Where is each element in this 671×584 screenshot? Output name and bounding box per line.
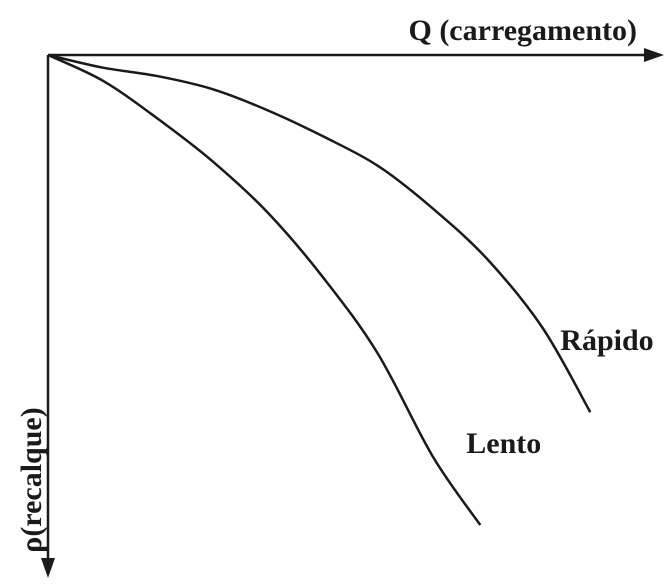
x-axis-arrow-icon bbox=[644, 48, 664, 62]
y-axis-arrow-icon bbox=[41, 558, 55, 578]
series-line-lento bbox=[47, 53, 482, 526]
series-line-rapido bbox=[47, 53, 592, 413]
y-axis-label: ρ(recalque) bbox=[15, 407, 48, 552]
x-axis-label: Q (carregamento) bbox=[408, 14, 637, 47]
series-label-rapido: Rápido bbox=[560, 324, 653, 357]
series-label-lento: Lento bbox=[466, 427, 541, 460]
axes bbox=[41, 48, 664, 578]
